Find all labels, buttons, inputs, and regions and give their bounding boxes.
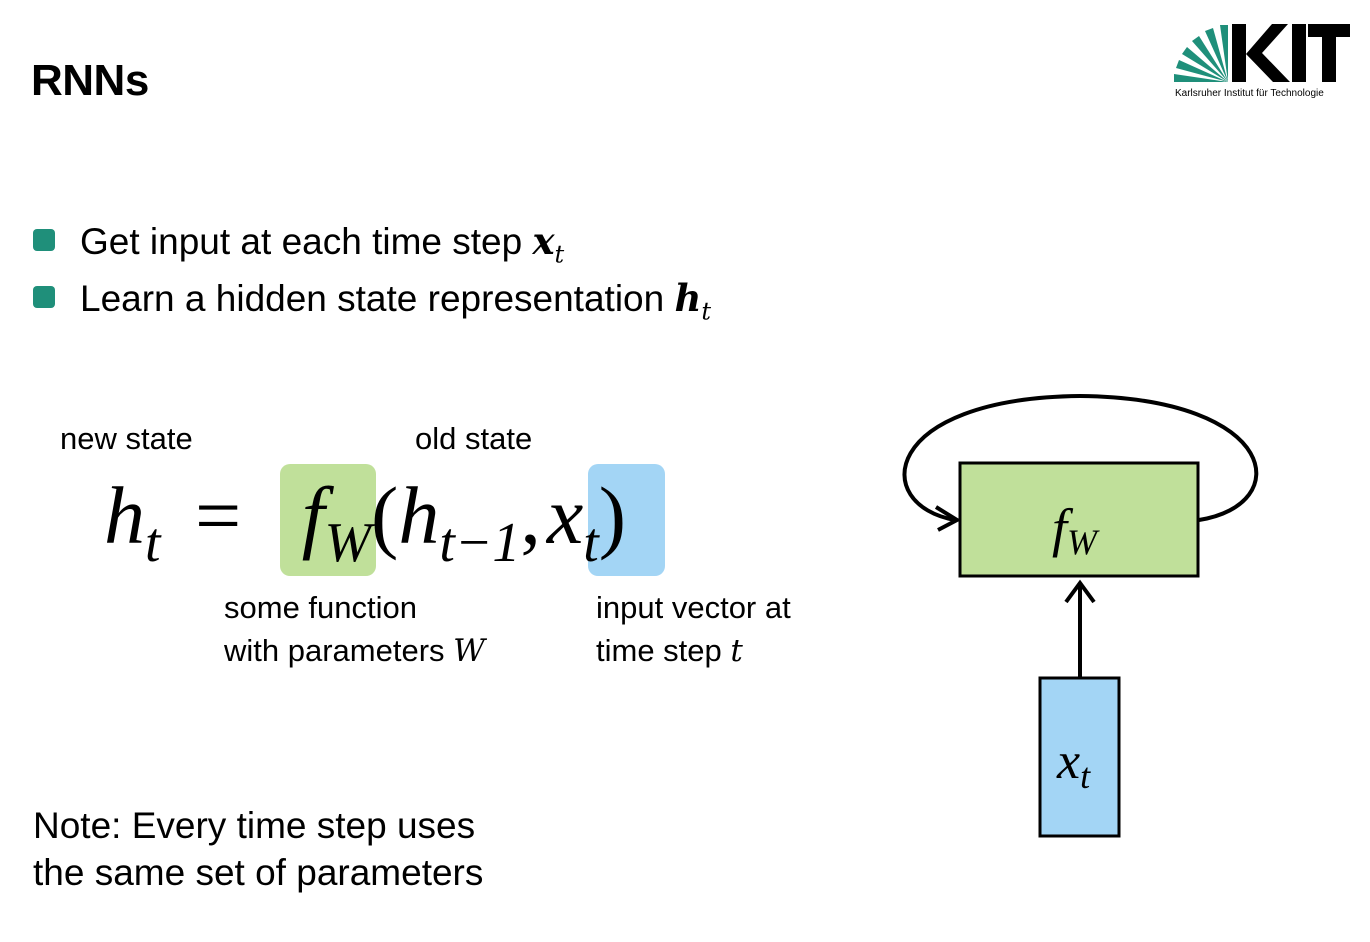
bullet-math-symbol: x xyxy=(532,219,555,263)
recurrence-loop-arrow xyxy=(902,393,1259,522)
label-input-line2: time step t xyxy=(596,629,743,673)
slide-title: RNNs xyxy=(31,56,149,105)
input-box xyxy=(1038,676,1121,838)
recurrence-arrowhead-icon xyxy=(934,505,962,532)
kit-logo xyxy=(1174,24,1350,82)
bullet-math-symbol: h xyxy=(674,276,702,320)
eq-arg2: x xyxy=(546,470,584,561)
label-function-text: with parameters xyxy=(224,633,454,668)
label-input-text: time step xyxy=(596,633,731,668)
rnn-diagram: fW xt xyxy=(902,393,1259,838)
note: Note: Every time step uses the same set … xyxy=(33,802,483,896)
eq-arg1-sub: t−1 xyxy=(439,511,521,574)
bullet-math-subscript: t xyxy=(554,240,565,269)
function-box xyxy=(958,461,1200,578)
eq-open-paren: ( xyxy=(371,470,399,561)
rnn-equation: ht = fW(ht−1,xt) xyxy=(104,466,626,593)
eq-func: f xyxy=(301,470,325,561)
input-highlight xyxy=(588,464,665,576)
eq-func-sub: W xyxy=(324,511,371,574)
label-new-state: new state xyxy=(60,421,193,456)
eq-arg2-sub: t xyxy=(583,511,599,574)
eq-equals: = xyxy=(195,470,242,561)
eq-close-paren: ) xyxy=(598,470,627,561)
kit-logo-rays-icon xyxy=(1174,25,1228,82)
label-old-state: old state xyxy=(415,421,533,456)
eq-arg1: h xyxy=(398,470,440,561)
bullet-square-icon xyxy=(33,229,55,251)
label-input-symbol: t xyxy=(730,633,743,669)
label-function-symbol: W xyxy=(453,633,486,669)
bullet-item: Get input at each time step xt xyxy=(32,218,711,275)
bullet-list: Get input at each time step xt Learn a h… xyxy=(32,218,711,332)
input-arrowhead-icon xyxy=(1064,579,1096,604)
label-input-line1: input vector at xyxy=(596,590,791,625)
label-function-line2: with parameters W xyxy=(224,629,485,673)
bullet-square-icon xyxy=(33,286,55,308)
bullet-text: Learn a hidden state representation xyxy=(80,278,675,319)
input-box-label: xt xyxy=(1056,733,1091,796)
note-line1: Note: Every time step uses xyxy=(33,805,476,846)
kit-logo-caption: Karlsruher Institut für Technologie xyxy=(1175,88,1324,99)
eq-lhs: h xyxy=(104,470,145,561)
bullet-math-subscript: t xyxy=(701,297,712,326)
label-function-line1: some function xyxy=(224,590,417,625)
bullet-item: Learn a hidden state representation ht xyxy=(32,275,711,332)
eq-comma: , xyxy=(520,470,541,561)
note-line2: the same set of parameters xyxy=(33,852,484,893)
bullet-text: Get input at each time step xyxy=(80,221,533,262)
eq-lhs-sub: t xyxy=(145,511,161,574)
function-highlight xyxy=(280,464,376,576)
